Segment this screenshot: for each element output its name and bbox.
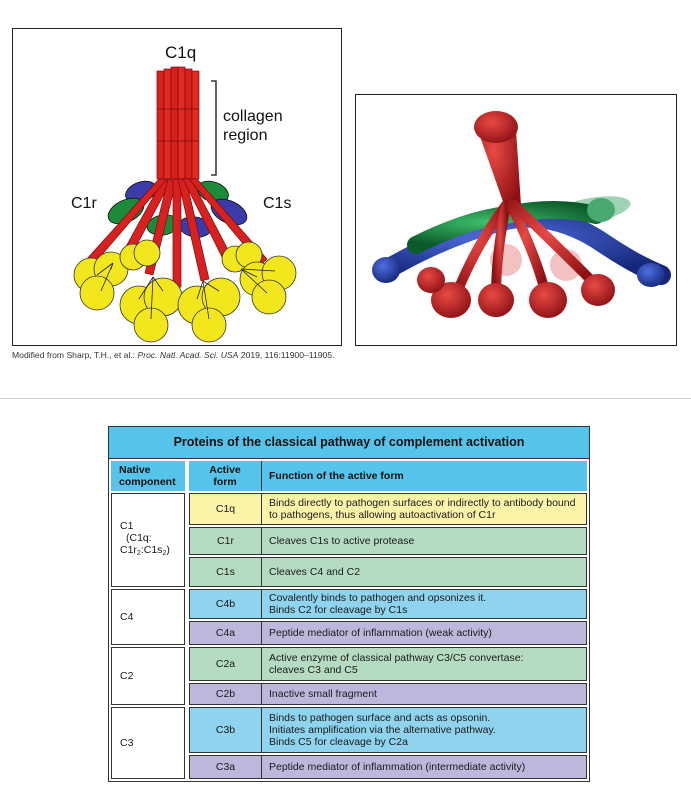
table-title: Proteins of the classical pathway of com… <box>109 427 589 459</box>
active-form-c2a: C2a <box>190 648 262 680</box>
active-form-c3b: C3b <box>190 708 262 752</box>
collagen-word: collagen <box>223 108 283 125</box>
header-active-form: Active form <box>189 461 261 491</box>
table-row: C1q Binds directly to pathogen surfaces … <box>189 493 587 525</box>
c1r-c1s-subunits <box>107 180 248 238</box>
active-form-c1s: C1s <box>190 558 262 586</box>
table-row: C3a Peptide mediator of inflammation (in… <box>189 755 587 779</box>
table-row: C3b Binds to pathogen surface and acts a… <box>189 707 587 753</box>
active-form-c4a: C4a <box>190 622 262 644</box>
active-form-c2b: C2b <box>190 684 262 704</box>
native-c1-name: C1 <box>120 520 134 532</box>
native-c3-cell: C3 <box>111 707 185 779</box>
native-c1-cell: C1 (C1q: C1r2:C1s2) <box>111 493 185 587</box>
header-function: Function of the active form <box>261 461 587 491</box>
complement-proteins-table: Proteins of the classical pathway of com… <box>108 426 590 782</box>
function-c4b: Covalently binds to pathogen and opsoniz… <box>269 592 487 616</box>
table-row: C2b Inactive small fragment <box>189 683 587 705</box>
active-form-c3a: C3a <box>190 756 262 778</box>
c1r-label: C1r <box>71 195 97 212</box>
function-c3b: Binds to pathogen surface and acts as op… <box>269 712 496 748</box>
table-row: C2a Active enzyme of classical pathway C… <box>189 647 587 681</box>
caption-suffix: 2019, 116:11900–11905. <box>238 350 335 360</box>
table-row: C1r Cleaves C1s to active protease <box>189 527 587 555</box>
function-c1r: Cleaves C1s to active protease <box>269 535 415 547</box>
c1-schematic-drawing <box>73 66 297 343</box>
header-native-component: Native component <box>111 461 185 491</box>
header-active-line2: form <box>213 476 237 488</box>
region-word: region <box>223 127 268 144</box>
native-c2-cell: C2 <box>111 647 185 705</box>
caption-journal: Proc. Natl. Acad. Sci. USA <box>137 350 239 360</box>
function-c2a: Active enzyme of classical pathway C3/C5… <box>269 652 524 676</box>
table-row: C4a Peptide mediator of inflammation (we… <box>189 621 587 645</box>
native-c1-complex: C1r2:C1s2) <box>120 544 170 557</box>
header-native-line2: component <box>119 476 176 488</box>
table-row: C1s Cleaves C4 and C2 <box>189 557 587 587</box>
function-c4a: Peptide mediator of inflammation (weak a… <box>269 627 492 639</box>
native-c4-cell: C4 <box>111 589 185 645</box>
figure-caption: Modified from Sharp, T.H., et al.: Proc.… <box>12 350 334 360</box>
section-divider <box>0 398 691 399</box>
active-form-c4b: C4b <box>190 590 262 618</box>
collagen-region-label: collagen region <box>223 107 283 145</box>
c1-3d-model-panel <box>355 94 677 346</box>
function-c3a: Peptide mediator of inflammation (interm… <box>269 761 526 773</box>
function-c2b: Inactive small fragment <box>269 688 377 700</box>
c1s-label: C1s <box>263 195 292 212</box>
c1-schematic-panel: C1q collagen region C1r C1s <box>12 28 342 346</box>
header-active-line1: Active <box>209 464 241 476</box>
function-c1s: Cleaves C4 and C2 <box>269 566 361 578</box>
active-form-c1r: C1r <box>190 528 262 554</box>
collagen-bundle <box>156 66 200 180</box>
caption-prefix: Modified from Sharp, T.H., et al.: <box>12 350 138 360</box>
native-c1-detail: (C1q: <box>126 532 152 544</box>
header-native-line1: Native <box>119 464 151 476</box>
c1q-label: C1q <box>165 43 197 62</box>
c1-3d-model-image <box>372 111 671 318</box>
active-form-c1q: C1q <box>190 494 262 524</box>
function-c1q: Binds directly to pathogen surfaces or i… <box>269 497 576 521</box>
table-row: C4b Covalently binds to pathogen and ops… <box>189 589 587 619</box>
